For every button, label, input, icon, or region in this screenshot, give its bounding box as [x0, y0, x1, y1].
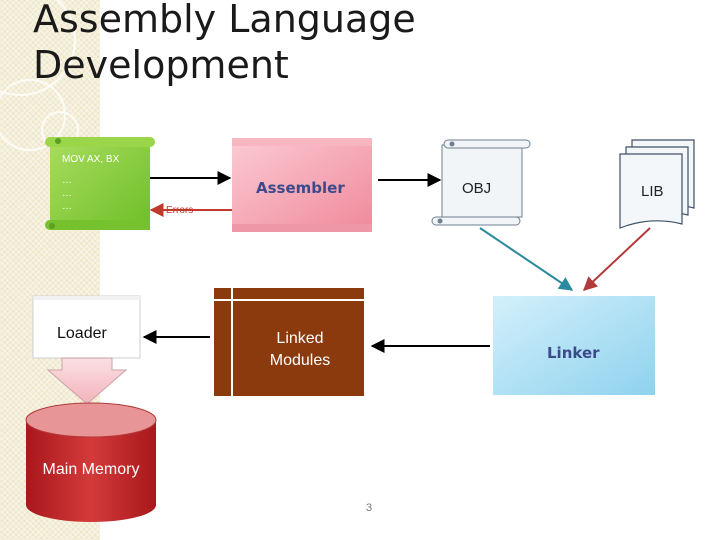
source-line: … [62, 175, 72, 186]
main-memory-label: Main Memory [42, 461, 140, 478]
main-memory-cylinder [25, 402, 157, 522]
decorative-side-band [0, 0, 100, 540]
assembler-label: Assembler [256, 179, 345, 197]
arrow-lib-to-linker [582, 227, 651, 291]
linker-label: Linker [547, 344, 600, 362]
obj-scroll [431, 139, 531, 226]
source-code-scroll [45, 137, 155, 230]
linker-box [493, 296, 655, 395]
arrow-obj-to-linker [479, 227, 574, 291]
errors-label: Errors [166, 205, 194, 216]
page-number: 3 [366, 502, 373, 514]
linked-modules-box [214, 288, 364, 396]
loader-shape [32, 295, 141, 359]
loader-down-arrow [46, 357, 128, 405]
source-line: … [62, 201, 72, 212]
lib-document-stack [619, 139, 695, 229]
assembler-scroll [232, 138, 372, 232]
lib-label: LIB [641, 183, 664, 200]
obj-label: OBJ [462, 180, 492, 197]
linked-modules-label: Linked Modules [269, 330, 331, 369]
loader-label: Loader [57, 325, 107, 342]
source-code-text: MOV AX, BX … … … [62, 153, 147, 213]
source-line: MOV AX, BX [62, 154, 120, 165]
slide-title: Assembly Language Development [33, 0, 416, 87]
source-line: … [62, 188, 72, 199]
